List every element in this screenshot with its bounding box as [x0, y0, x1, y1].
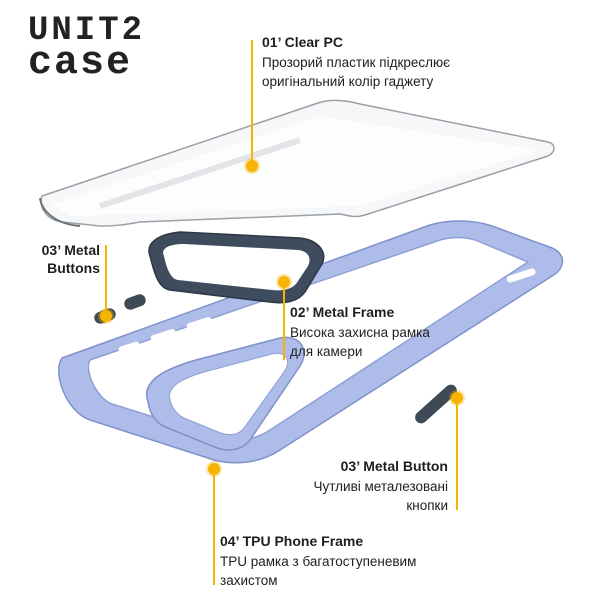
callout-clear-pc-title: 01’ Clear PC [262, 34, 343, 50]
callout-tpu-frame-desc-1: TPU рамка з багатоступеневим [220, 554, 417, 569]
callout-line-metal-frame [283, 282, 285, 360]
callout-line-metal-button [456, 398, 458, 510]
callout-clear-pc-desc-1: Прозорий пластик підкреслює [262, 55, 451, 70]
callout-dot-metal-button [451, 392, 463, 404]
callout-metal-buttons-title-1: 03’ Metal [41, 242, 100, 258]
callout-metal-frame-desc-2: для камери [290, 344, 363, 359]
metal-button-right [415, 384, 457, 424]
callout-metal-button-title: 03’ Metal Button [340, 458, 448, 474]
callout-line-tpu-frame [213, 470, 215, 585]
callout-metal-buttons: 03’ Metal Buttons [18, 242, 100, 279]
callout-tpu-frame-desc-2: захистом [220, 573, 278, 588]
clear-pc-plate [39, 99, 555, 227]
logo-word-1: UNIT2 [28, 12, 146, 50]
callout-clear-pc-desc-2: оригінальний колір гаджету [262, 74, 434, 89]
logo-word-2: case [28, 41, 133, 86]
tpu-phone-frame [58, 220, 564, 464]
callout-metal-frame-desc-1: Висока захисна рамка [290, 325, 430, 340]
callout-tpu-frame: 04’ TPU Phone Frame TPU рамка з багатост… [220, 533, 416, 590]
callout-dot-metal-frame [278, 276, 290, 288]
callout-line-clear-pc [251, 40, 253, 166]
callout-clear-pc: 01’ Clear PC Прозорий пластик підкреслює… [262, 34, 450, 91]
callout-dot-metal-buttons [100, 310, 112, 322]
callout-dot-clear-pc [246, 160, 258, 172]
callout-tpu-frame-title: 04’ TPU Phone Frame [220, 533, 364, 549]
metal-buttons-left [94, 294, 146, 324]
callout-metal-button: 03’ Metal Button Чутливі металезовані кн… [250, 458, 448, 515]
callout-metal-frame-title: 02’ Metal Frame [290, 304, 395, 320]
callout-metal-button-desc-1: Чутливі металезовані [313, 479, 448, 494]
callout-line-metal-buttons [105, 245, 107, 315]
callout-metal-frame: 02’ Metal Frame Висока захисна рамка для… [290, 304, 430, 361]
metal-camera-frame [148, 231, 325, 304]
callout-dot-tpu-frame [208, 463, 220, 475]
callout-metal-buttons-title-2: Buttons [47, 260, 100, 276]
callout-metal-button-desc-2: кнопки [406, 498, 448, 513]
brand-logo: UNIT2 case [28, 14, 163, 84]
